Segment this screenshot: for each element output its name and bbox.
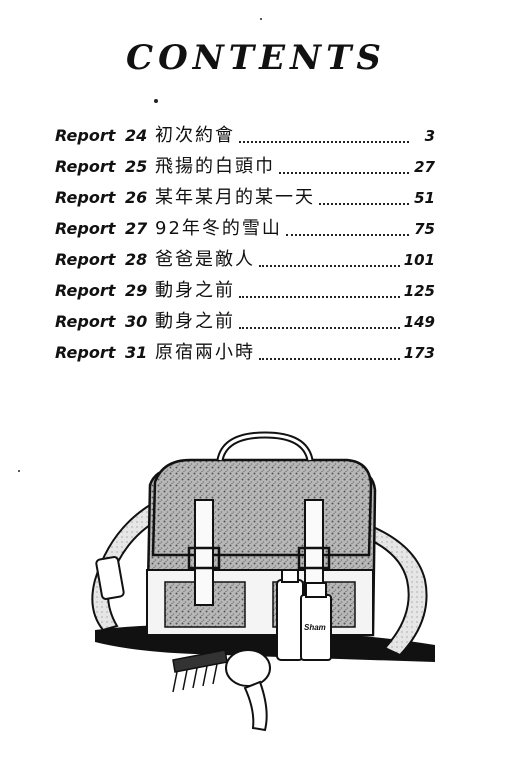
ink-dot xyxy=(154,99,158,103)
bag-illustration: Sham xyxy=(91,431,435,732)
report-number: 31 xyxy=(125,343,148,362)
page-number: 101 xyxy=(403,251,435,269)
toc-row[interactable]: Report 31 原宿兩小時 173 xyxy=(55,337,435,368)
page-number: 3 xyxy=(424,127,435,145)
report-label: Report xyxy=(55,157,116,176)
chapter-title: 動身之前 xyxy=(155,280,235,301)
dot-leader xyxy=(319,203,409,205)
speck xyxy=(260,18,262,20)
report-label: Report xyxy=(55,312,116,331)
report-label: Report xyxy=(55,343,116,362)
report-number: 24 xyxy=(125,126,148,145)
toc-row[interactable]: Report 25 飛揚的白頭巾 27 xyxy=(55,151,435,182)
page-number: 125 xyxy=(403,282,435,300)
report-number: 29 xyxy=(125,281,148,300)
page-number: 27 xyxy=(414,158,435,176)
toc-row[interactable]: Report 24 初次約會 3 xyxy=(55,120,435,151)
dot-leader xyxy=(259,358,400,360)
chapter-title: 飛揚的白頭巾 xyxy=(155,156,275,177)
page-number: 51 xyxy=(414,189,435,207)
page-title: CONTENTS xyxy=(126,38,386,78)
chapter-title: 92年冬的雪山 xyxy=(155,218,282,239)
page-number: 149 xyxy=(403,313,435,331)
report-number: 25 xyxy=(125,157,148,176)
chapter-title: 原宿兩小時 xyxy=(155,342,255,363)
toc-row[interactable]: Report 29 動身之前 125 xyxy=(55,275,435,306)
report-label: Report xyxy=(55,188,116,207)
page-number: 75 xyxy=(414,220,435,238)
report-label: Report xyxy=(55,281,116,300)
toc-row[interactable]: Report 26 某年某月的某一天 51 xyxy=(55,182,435,213)
page-number: 173 xyxy=(403,344,435,362)
toc-row[interactable]: Report 30 動身之前 149 xyxy=(55,306,435,337)
chapter-title: 動身之前 xyxy=(155,311,235,332)
report-number: 30 xyxy=(125,312,148,331)
toc-row[interactable]: Report 27 92年冬的雪山 75 xyxy=(55,213,435,244)
table-of-contents: Report 24 初次約會 3 Report 25 飛揚的白頭巾 27 Rep… xyxy=(55,120,435,368)
dot-leader xyxy=(239,141,409,143)
dot-leader xyxy=(239,296,400,298)
chapter-title: 初次約會 xyxy=(155,125,235,146)
report-number: 28 xyxy=(125,250,148,269)
chapter-title: 某年某月的某一天 xyxy=(155,187,315,208)
dot-leader xyxy=(259,265,400,267)
report-label: Report xyxy=(55,250,116,269)
shampoo-label: Sham xyxy=(304,623,326,632)
toc-row[interactable]: Report 28 爸爸是敵人 101 xyxy=(55,244,435,275)
report-number: 26 xyxy=(125,188,148,207)
dot-leader xyxy=(239,327,400,329)
chapter-title: 爸爸是敵人 xyxy=(155,249,255,270)
report-label: Report xyxy=(55,219,116,238)
dot-leader xyxy=(279,172,409,174)
speck xyxy=(18,470,20,472)
dot-leader xyxy=(285,234,409,236)
report-number: 27 xyxy=(125,219,148,238)
report-label: Report xyxy=(55,126,116,145)
